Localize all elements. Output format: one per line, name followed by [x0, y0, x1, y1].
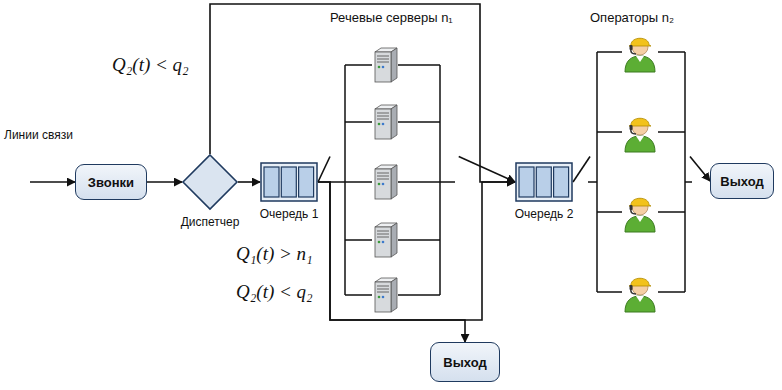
shape-caption: Очередь 2: [515, 207, 574, 221]
bus-wire: [345, 181, 372, 183]
server-icon: [375, 48, 397, 82]
queue-box: Очередь 1: [260, 162, 318, 202]
shape-caption: Диспетчер: [181, 215, 240, 229]
bus-wire: [398, 64, 440, 66]
server-group: Речевые серверы n₁: [330, 8, 459, 305]
shape-caption: Очередь 1: [260, 207, 319, 221]
server-icon: [375, 105, 397, 139]
bus-wire: [588, 181, 597, 183]
bus-wire: [597, 211, 622, 213]
queue-cell: [299, 167, 314, 197]
bus-wire: [345, 64, 372, 66]
server-bus: [330, 65, 455, 295]
bus-wire: [398, 294, 440, 296]
bus-wire: [658, 131, 685, 133]
flow-connector: [238, 181, 260, 183]
queue-outline: [515, 162, 573, 202]
bus-wire: [597, 291, 622, 293]
diamond-shape: [183, 155, 237, 209]
bus-wire: [345, 121, 372, 123]
queue-frame: [261, 163, 317, 201]
flow-connector: [459, 157, 515, 183]
operator-group: Операторы n₂: [590, 8, 690, 305]
incoming-arrow: [30, 181, 75, 183]
box-text: Выход: [720, 174, 763, 189]
queue-frame: [516, 163, 572, 201]
bus-wire: [658, 211, 685, 213]
bus-wire: [330, 181, 345, 183]
queue-box: Очередь 2: [515, 162, 573, 202]
queue-cell: [264, 167, 279, 197]
operator-icon: [625, 198, 655, 232]
queue-cell: [281, 167, 296, 197]
queue-cell: [536, 167, 551, 197]
exit-box: Выход: [430, 342, 500, 382]
bus-wire: [345, 294, 372, 296]
bus-wire: [658, 51, 685, 53]
operator-icon: [625, 38, 655, 72]
flow-connector: [318, 182, 515, 320]
bus-wire: [597, 131, 622, 133]
bus-wire: [658, 291, 685, 293]
box-text: Выход: [443, 355, 486, 370]
exit-box: Выход: [710, 163, 774, 199]
bus-wire: [684, 52, 686, 292]
flow-connector: [210, 4, 515, 182]
diamond-outline: [182, 154, 238, 210]
input-label: Линии связи: [4, 128, 73, 142]
bus-wire: [398, 121, 440, 123]
operator-icon: [625, 118, 655, 152]
server-icon: [375, 278, 397, 312]
box-text: Звонки: [88, 175, 134, 190]
decision-diamond: Диспетчер: [182, 154, 238, 210]
server-icon: [375, 223, 397, 257]
server-icon: [375, 165, 397, 199]
flow-connector: [573, 157, 590, 183]
bus-wire: [398, 181, 440, 183]
bus-wire: [439, 65, 441, 295]
bus-wire: [440, 181, 455, 183]
queue-cell: [554, 167, 569, 197]
process-box: Звонки: [75, 164, 147, 200]
flow-connector: [147, 181, 182, 183]
queue-outline: [260, 162, 318, 202]
bus-wire: [596, 52, 598, 292]
bus-wire: [344, 65, 346, 295]
flow-connector: [318, 157, 330, 183]
group-heading: Операторы n₂: [590, 10, 674, 25]
flow-connector: [318, 182, 465, 342]
incoming-lines-arrow: [30, 182, 75, 183]
bus-wire: [685, 181, 692, 183]
operator-icon: [625, 278, 655, 312]
server-icons: [375, 48, 397, 312]
condition-label: Q₂(t) < q₂: [112, 54, 189, 76]
queue-cell: [519, 167, 534, 197]
operator-icons: [625, 38, 655, 312]
bus-wire: [398, 239, 440, 241]
group-heading: Речевые серверы n₁: [330, 10, 453, 25]
condition-label: Q₁(t) > n₁: [236, 243, 313, 265]
bus-wire: [345, 239, 372, 241]
condition-label: Q₂(t) < q₂: [236, 281, 313, 303]
flow-connector: [690, 157, 710, 182]
bus-wire: [597, 51, 622, 53]
connector-layer: [147, 4, 710, 342]
operator-bus: [588, 52, 692, 292]
